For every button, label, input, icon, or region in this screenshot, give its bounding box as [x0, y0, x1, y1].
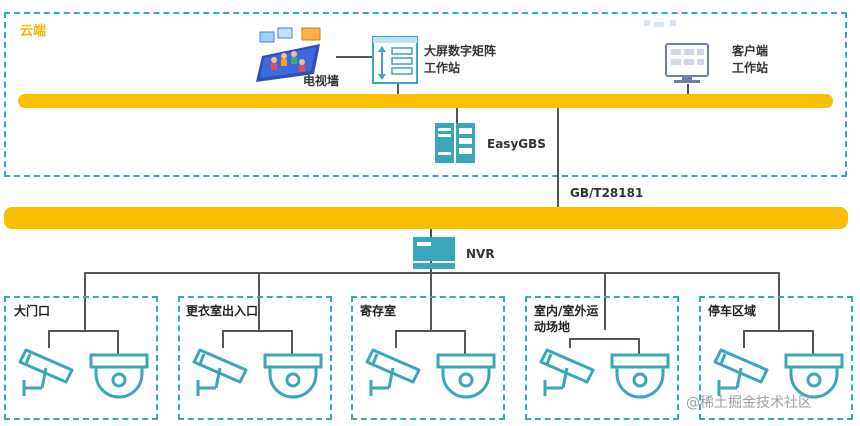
- easygbs-to-bus-line: [456, 106, 458, 124]
- zone4-split-line: [569, 338, 639, 340]
- zone3-split-line: [395, 330, 465, 332]
- zone-label-2: 更衣室出入口: [186, 304, 259, 318]
- cloud-bus-bar: [18, 94, 833, 108]
- bullet-camera-icon: [192, 348, 248, 396]
- zone-box-4: [525, 296, 679, 420]
- zone5-bullet-drop: [743, 330, 745, 348]
- lan-bus-bar: [4, 207, 848, 229]
- matrix-workstation-icon: [372, 36, 418, 84]
- client-workstation-label-1: 客户端: [732, 44, 769, 58]
- nvr-icon: [413, 237, 455, 269]
- easygbs-server-icon: [435, 123, 475, 163]
- zone1-drop-line: [84, 272, 86, 330]
- easygbs-label: EasyGBS: [487, 137, 546, 151]
- zone2-dome-drop: [291, 330, 293, 354]
- zone3-bullet-drop: [395, 330, 397, 348]
- zone-label-3: 寄存室: [360, 304, 397, 318]
- client-workstation-label-2: 工作站: [732, 61, 769, 75]
- zone-label-4: 室内/室外运动场地: [534, 304, 599, 334]
- zone1-dome-drop: [117, 330, 119, 354]
- matrix-workstation-label-1: 大屏数字矩阵: [424, 44, 497, 58]
- zone5-drop-line: [778, 272, 780, 330]
- cloud-label: 云端: [20, 24, 47, 39]
- zone3-drop-line: [430, 272, 432, 330]
- dome-camera-icon: [263, 353, 323, 399]
- zone4-drop-line: [604, 272, 606, 330]
- dome-camera-icon: [784, 353, 844, 399]
- cloud-region: [4, 12, 847, 177]
- zone2-bullet-drop: [222, 330, 224, 348]
- zone-label-5: 停车区域: [708, 304, 757, 318]
- zone-box-5: [699, 296, 853, 420]
- zone4-bullet-drop: [569, 338, 571, 348]
- client-workstation-icon: [644, 20, 709, 83]
- zone1-bullet-drop: [48, 330, 50, 348]
- watermark: @稀土掘金技术社区: [686, 395, 812, 411]
- dome-camera-icon: [436, 353, 496, 399]
- client-to-bus-line: [687, 84, 689, 96]
- zone-box-1: [4, 296, 158, 420]
- tv-wall-icon: [256, 27, 321, 82]
- bullet-camera-icon: [713, 348, 769, 396]
- bullet-camera-icon: [18, 348, 74, 396]
- bullet-camera-icon: [365, 348, 421, 396]
- matrix-to-bus-line: [397, 80, 399, 96]
- zone-box-3: [351, 296, 505, 420]
- matrix-workstation-label-2: 工作站: [424, 61, 461, 75]
- zone4-dome-drop: [638, 338, 640, 354]
- dome-camera-icon: [89, 353, 149, 399]
- cloud-bus-to-lan-line: [557, 106, 559, 208]
- zone5-dome-drop: [812, 330, 814, 354]
- nvr-distribution-line: [84, 272, 780, 274]
- zone2-drop-line: [258, 272, 260, 330]
- tv-wall-label: 电视墙: [303, 74, 340, 88]
- dome-camera-icon: [610, 353, 670, 399]
- zone3-dome-drop: [464, 330, 466, 354]
- zone5-split-line: [743, 330, 813, 332]
- zone1-split-line: [48, 330, 118, 332]
- zone2-split-line: [222, 330, 292, 332]
- protocol-label: GB/T28181: [570, 186, 644, 200]
- zone-label-1: 大门口: [14, 304, 51, 318]
- bullet-camera-icon: [539, 348, 595, 396]
- zone-box-2: [178, 296, 332, 420]
- tvwall-to-matrix-line: [336, 56, 376, 58]
- nvr-label: NVR: [466, 247, 495, 261]
